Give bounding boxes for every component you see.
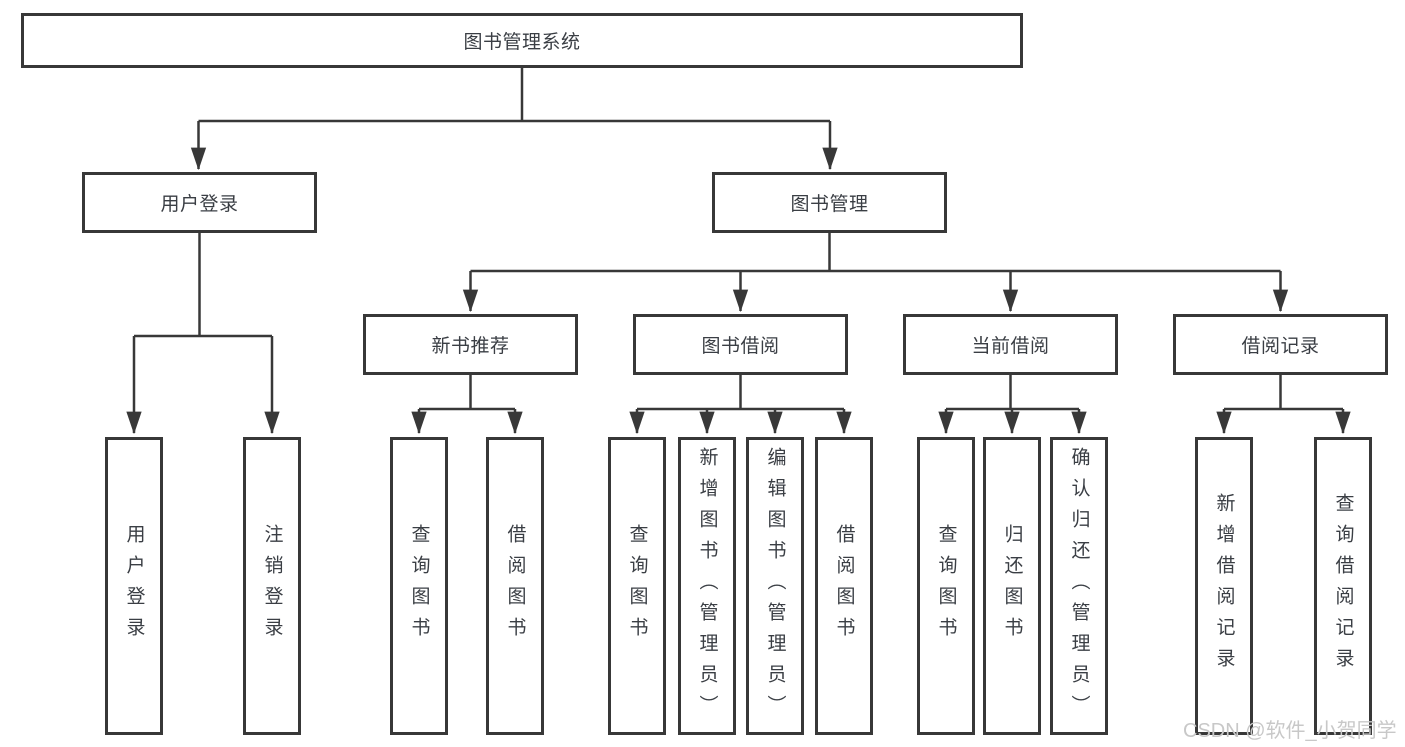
- leaf-records-add-record-label: 新增借阅记录: [1213, 493, 1235, 679]
- connector-book-borrow-children: [629, 374, 852, 435]
- node-borrow-records: 借阅记录: [1173, 314, 1388, 375]
- node-book-mgmt: 图书管理: [712, 172, 947, 233]
- leaf-borrow-edit-books: 编辑图书（管理员）: [746, 437, 804, 735]
- node-new-book-rec-label: 新书推荐: [431, 336, 510, 357]
- node-book-borrow: 图书借阅: [633, 314, 848, 375]
- node-current-borrow: 当前借阅: [903, 314, 1118, 375]
- node-user-login-label: 用户登录: [160, 194, 239, 215]
- leaf-rec-borrow-books-label: 借阅图书: [504, 524, 526, 648]
- leaf-rec-query-books: 查询图书: [390, 437, 448, 735]
- leaf-borrow-edit-books-label: 编辑图书（管理员）: [764, 446, 786, 726]
- leaf-borrow-borrow-books: 借阅图书: [815, 437, 873, 735]
- leaf-records-query-record-label: 查询借阅记录: [1332, 493, 1354, 679]
- connector-current-borrow-children: [938, 374, 1087, 435]
- node-book-mgmt-label: 图书管理: [790, 194, 869, 215]
- node-book-borrow-label: 图书借阅: [701, 336, 780, 357]
- connector-root-to-level2: [190, 67, 838, 171]
- leaf-user-login: 用户登录: [105, 437, 163, 735]
- csdn-watermark: CSDN @软件_小贺同学: [1183, 720, 1397, 742]
- leaf-records-add-record: 新增借阅记录: [1195, 437, 1253, 735]
- connector-book-mgmt-children: [462, 232, 1289, 313]
- leaf-rec-borrow-books: 借阅图书: [486, 437, 544, 735]
- leaf-current-return-books-label: 归还图书: [1001, 524, 1023, 648]
- leaf-current-return-books: 归还图书: [983, 437, 1041, 735]
- node-current-borrow-label: 当前借阅: [971, 336, 1050, 357]
- node-user-login: 用户登录: [82, 172, 317, 233]
- node-root-label: 图书管理系统: [463, 32, 581, 53]
- connector-user-login-children: [126, 232, 280, 435]
- leaf-borrow-borrow-books-label: 借阅图书: [833, 524, 855, 648]
- leaf-borrow-add-books: 新增图书（管理员）: [678, 437, 736, 735]
- leaf-borrow-add-books-label: 新增图书（管理员）: [696, 446, 718, 726]
- node-new-book-rec: 新书推荐: [363, 314, 578, 375]
- leaf-logout-label: 注销登录: [261, 524, 283, 648]
- node-root: 图书管理系统: [21, 13, 1023, 68]
- leaf-current-confirm-return-label: 确认归还（管理员）: [1068, 446, 1090, 726]
- connector-borrow-records-children: [1216, 374, 1351, 435]
- leaf-user-login-label: 用户登录: [123, 524, 145, 648]
- leaf-current-query-books: 查询图书: [917, 437, 975, 735]
- leaf-borrow-query-books: 查询图书: [608, 437, 666, 735]
- leaf-borrow-query-books-label: 查询图书: [626, 524, 648, 648]
- leaf-logout: 注销登录: [243, 437, 301, 735]
- node-borrow-records-label: 借阅记录: [1241, 336, 1320, 357]
- leaf-current-query-books-label: 查询图书: [935, 524, 957, 648]
- connector-new-book-rec-children: [411, 374, 523, 435]
- leaf-records-query-record: 查询借阅记录: [1314, 437, 1372, 735]
- leaf-rec-query-books-label: 查询图书: [408, 524, 430, 648]
- leaf-current-confirm-return: 确认归还（管理员）: [1050, 437, 1108, 735]
